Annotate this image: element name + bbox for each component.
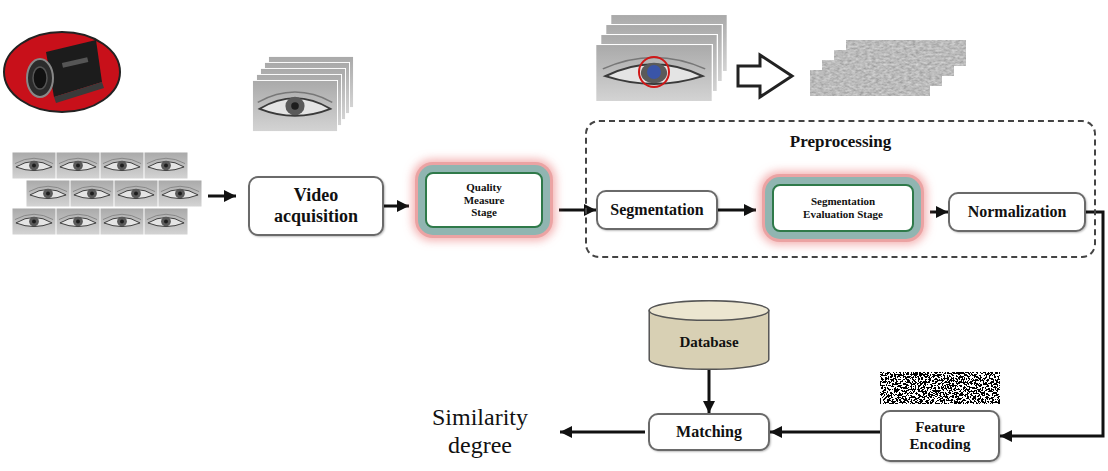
hollow-arrow — [738, 55, 792, 97]
eye-thumbnail — [56, 208, 100, 235]
eye-thumbnail — [100, 208, 144, 235]
eye-thumbnail — [144, 152, 188, 179]
iris-boundary — [639, 57, 669, 87]
eye-thumbnail — [144, 208, 188, 235]
process-box: Segmentation — [596, 190, 718, 230]
eye-thumbnail — [26, 180, 70, 207]
camera-illustration — [4, 32, 120, 112]
eye-thumbnail — [56, 152, 100, 179]
camera-lens — [27, 59, 53, 97]
node-label: Segmentation Evaluation Stage — [801, 195, 885, 220]
node-label: Video acquisition — [256, 185, 376, 226]
flow-arrow — [708, 370, 711, 413]
flow-arrow — [930, 211, 948, 214]
eye-thumbnail — [12, 152, 56, 179]
eye-thumbnail — [100, 152, 144, 179]
node-label: Segmentation — [610, 201, 703, 219]
segmentation-frame-stack — [595, 14, 728, 102]
output-label: Similarity degree — [400, 404, 560, 459]
flow-arrow — [384, 205, 409, 208]
video-frame — [252, 80, 338, 132]
cylinder-top — [649, 301, 769, 321]
flow-arrow — [559, 209, 596, 212]
output-arrow — [560, 431, 645, 434]
group-heading: Preprocessing — [587, 132, 1094, 152]
video-frame-stack — [252, 56, 354, 132]
eye-thumbnail — [114, 180, 158, 207]
eye-thumbnail — [158, 180, 202, 207]
input-arrow — [208, 195, 236, 198]
eye-frame-grid — [12, 152, 202, 235]
camera-badge — [4, 32, 120, 112]
eye-thumbnail — [12, 208, 56, 235]
process-box: Video acquisition — [248, 176, 384, 236]
preprocessing-group: PreprocessingSegmentation Segmentation Ev… — [585, 120, 1096, 258]
flow-arrow — [1000, 212, 1103, 436]
quality-stage-box: Quality Measure Stage — [425, 172, 543, 228]
eye-thumbnail — [70, 180, 114, 207]
normalized-strip-stack — [810, 40, 966, 96]
process-box: Feature Encoding — [880, 410, 1000, 462]
camera-side — [54, 82, 104, 103]
camera-lens-glass — [33, 67, 47, 89]
node-label: Quality Measure Stage — [453, 181, 515, 219]
process-box: Normalization — [948, 192, 1086, 232]
normalized-strip — [810, 70, 930, 96]
process-box: Matching — [648, 413, 770, 451]
flow-arrow — [718, 209, 756, 212]
iris-mark — [647, 65, 661, 79]
flow-arrow — [770, 431, 880, 434]
database-cylinder: Database — [648, 300, 770, 370]
segmented-frame — [595, 44, 713, 102]
node-label: Feature Encoding — [892, 419, 988, 454]
camera-plate — [62, 57, 88, 68]
node-label: Database — [679, 334, 738, 351]
iris-code-image — [880, 372, 1000, 404]
node-label: Normalization — [968, 203, 1067, 221]
node-label: Matching — [676, 423, 742, 441]
evaluation-stage-box: Segmentation Evaluation Stage — [772, 184, 914, 232]
